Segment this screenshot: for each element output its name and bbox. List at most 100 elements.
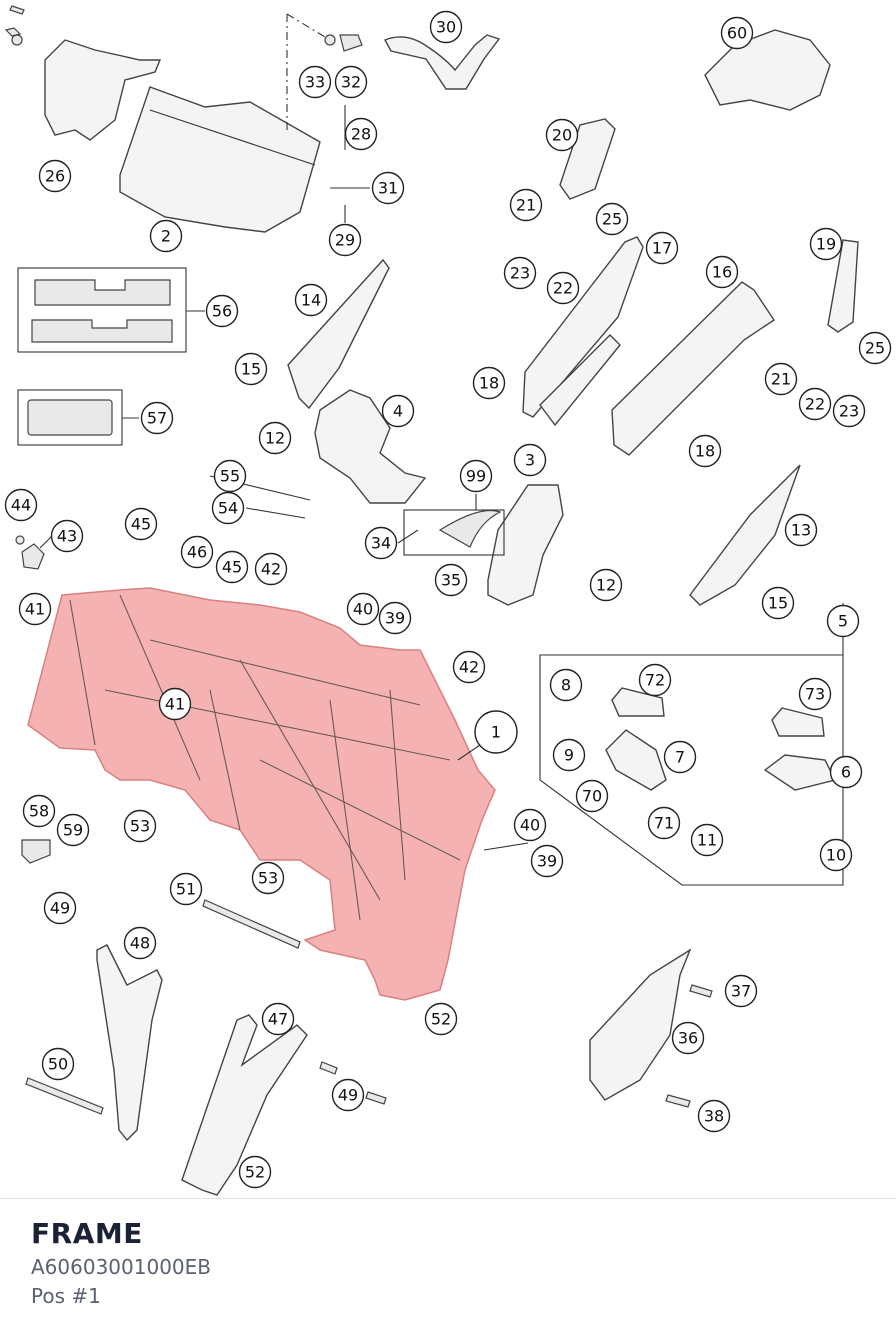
- callout-70[interactable]: 70: [575, 779, 609, 813]
- callout-6[interactable]: 6: [829, 755, 863, 789]
- callout-39[interactable]: 39: [378, 601, 412, 635]
- callout-22[interactable]: 22: [798, 387, 832, 421]
- callout-60[interactable]: 60: [720, 16, 754, 50]
- part-16-bracket: [611, 281, 775, 456]
- callout-13[interactable]: 13: [784, 513, 818, 547]
- callout-5[interactable]: 5: [826, 604, 860, 638]
- callout-57[interactable]: 57: [140, 401, 174, 435]
- callout-16[interactable]: 16: [705, 255, 739, 289]
- callout-48[interactable]: 48: [123, 926, 157, 960]
- callout-number: 52: [431, 1010, 451, 1029]
- callout-3[interactable]: 3: [513, 443, 547, 477]
- callout-12[interactable]: 12: [589, 568, 623, 602]
- callout-45[interactable]: 45: [215, 550, 249, 584]
- callout-73[interactable]: 73: [798, 677, 832, 711]
- callout-9[interactable]: 9: [552, 738, 586, 772]
- callout-53[interactable]: 53: [123, 809, 157, 843]
- callout-32[interactable]: 32: [334, 65, 368, 99]
- callout-34[interactable]: 34: [364, 526, 398, 560]
- callout-7[interactable]: 7: [663, 740, 697, 774]
- callout-50[interactable]: 50: [41, 1047, 75, 1081]
- callout-41[interactable]: 41: [158, 687, 192, 721]
- callout-46[interactable]: 46: [180, 535, 214, 569]
- callout-15[interactable]: 15: [234, 352, 268, 386]
- callout-99[interactable]: 99: [459, 459, 493, 493]
- callout-54[interactable]: 54: [211, 491, 245, 525]
- callout-38[interactable]: 38: [697, 1099, 731, 1133]
- callout-49[interactable]: 49: [43, 891, 77, 925]
- callout-51[interactable]: 51: [169, 872, 203, 906]
- callout-37[interactable]: 37: [724, 974, 758, 1008]
- callout-14[interactable]: 14: [294, 283, 328, 317]
- callout-23[interactable]: 23: [832, 394, 866, 428]
- callout-number: 1: [491, 723, 501, 742]
- callout-number: 45: [131, 515, 151, 534]
- callout-26[interactable]: 26: [38, 159, 72, 193]
- callout-30[interactable]: 30: [429, 10, 463, 44]
- callout-21[interactable]: 21: [509, 188, 543, 222]
- callout-56[interactable]: 56: [205, 294, 239, 328]
- callout-4[interactable]: 4: [381, 394, 415, 428]
- callout-29[interactable]: 29: [328, 223, 362, 257]
- footer-divider: [0, 1198, 896, 1199]
- callout-21[interactable]: 21: [764, 362, 798, 396]
- callout-41[interactable]: 41: [18, 592, 52, 626]
- callout-31[interactable]: 31: [371, 171, 405, 205]
- callout-52[interactable]: 52: [424, 1002, 458, 1036]
- callout-52[interactable]: 52: [238, 1155, 272, 1189]
- callout-58[interactable]: 58: [22, 794, 56, 828]
- callout-17[interactable]: 17: [645, 231, 679, 265]
- callout-39[interactable]: 39: [530, 844, 564, 878]
- callout-19[interactable]: 19: [809, 227, 843, 261]
- callout-18[interactable]: 18: [472, 366, 506, 400]
- callout-15[interactable]: 15: [761, 586, 795, 620]
- callout-28[interactable]: 28: [344, 117, 378, 151]
- callout-33[interactable]: 33: [298, 65, 332, 99]
- callout-44[interactable]: 44: [4, 488, 38, 522]
- callout-number: 60: [727, 24, 747, 43]
- callout-number: 58: [29, 802, 49, 821]
- callout-22[interactable]: 22: [546, 271, 580, 305]
- callout-47[interactable]: 47: [261, 1002, 295, 1036]
- callout-53[interactable]: 53: [251, 861, 285, 895]
- callout-23[interactable]: 23: [503, 256, 537, 290]
- callout-42[interactable]: 42: [452, 650, 486, 684]
- callout-43[interactable]: 43: [50, 519, 84, 553]
- callout-35[interactable]: 35: [434, 563, 468, 597]
- callout-40[interactable]: 40: [513, 808, 547, 842]
- callout-49[interactable]: 49: [331, 1078, 365, 1112]
- callout-number: 18: [479, 374, 499, 393]
- callout-42[interactable]: 42: [254, 552, 288, 586]
- callout-11[interactable]: 11: [690, 823, 724, 857]
- callout-40[interactable]: 40: [346, 592, 380, 626]
- callout-number: 73: [805, 685, 825, 704]
- callout-selected[interactable]: 1: [474, 710, 518, 754]
- callout-36[interactable]: 36: [671, 1021, 705, 1055]
- callout-number: 9: [564, 746, 574, 765]
- callout-number: 39: [385, 609, 405, 628]
- callout-8[interactable]: 8: [549, 668, 583, 702]
- callout-45[interactable]: 45: [124, 507, 158, 541]
- callout-25[interactable]: 25: [858, 331, 892, 365]
- callout-number: 31: [378, 179, 398, 198]
- callout-20[interactable]: 20: [545, 118, 579, 152]
- callout-number: 41: [165, 695, 185, 714]
- callout-25[interactable]: 25: [595, 202, 629, 236]
- callout-71[interactable]: 71: [647, 806, 681, 840]
- callout-18[interactable]: 18: [688, 434, 722, 468]
- callout-72[interactable]: 72: [638, 663, 672, 697]
- callout-2[interactable]: 2: [149, 219, 183, 253]
- callout-number: 28: [351, 125, 371, 144]
- callout-12[interactable]: 12: [258, 421, 292, 455]
- callout-10[interactable]: 10: [819, 838, 853, 872]
- callout-59[interactable]: 59: [56, 813, 90, 847]
- callout-number: 45: [222, 558, 242, 577]
- sticker-box-56: [17, 267, 187, 353]
- callout-number: 71: [654, 814, 674, 833]
- callout-number: 25: [602, 210, 622, 229]
- callout-55[interactable]: 55: [213, 459, 247, 493]
- callout-number: 42: [261, 560, 281, 579]
- callout-number: 17: [652, 239, 672, 258]
- callout-number: 49: [338, 1086, 358, 1105]
- callout-number: 10: [826, 846, 846, 865]
